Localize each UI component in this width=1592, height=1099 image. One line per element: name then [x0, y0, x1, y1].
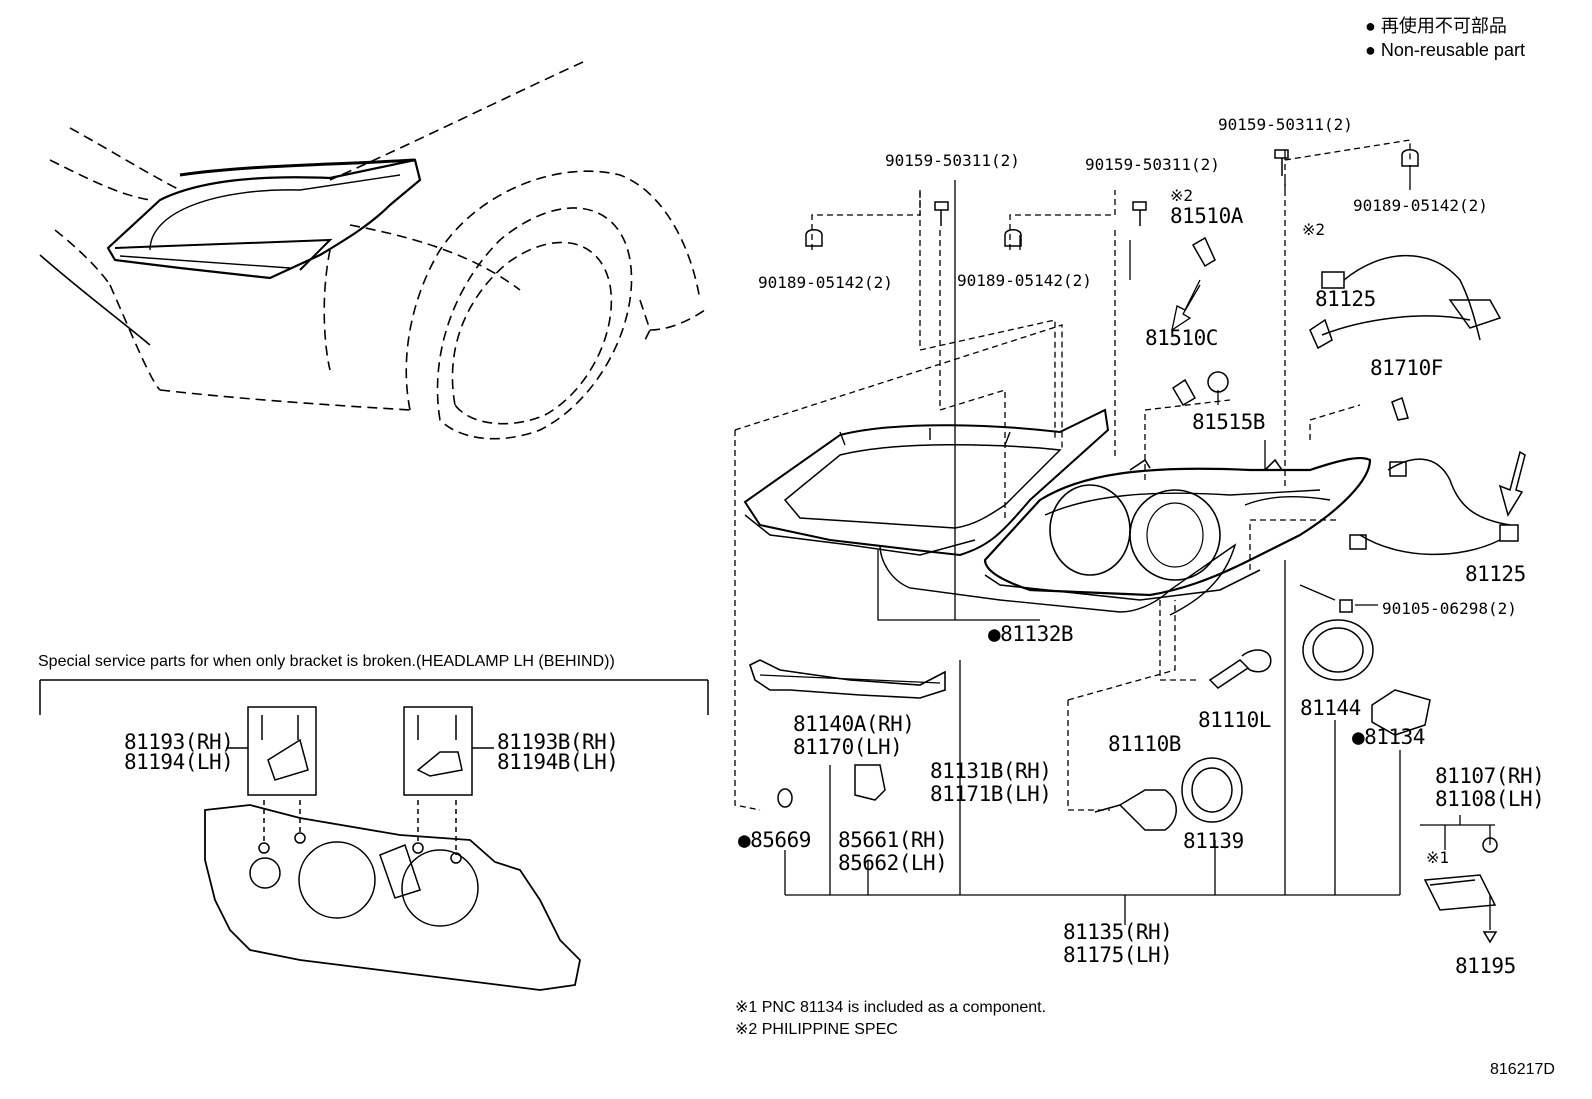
leader-lines	[734, 139, 1495, 930]
part-label: 81193B(RH)	[497, 730, 619, 754]
legend-nonreusable-en: ● Non-reusable part	[1365, 40, 1525, 60]
part-label: 90105-06298(2)	[1382, 599, 1517, 618]
part-label: 81193(RH)	[124, 730, 234, 754]
car-front-illustration	[39, 61, 706, 440]
part-label: 81139	[1183, 829, 1244, 853]
part-label: 81135(RH)	[1063, 920, 1173, 944]
footnote-2: ※2 PHILIPPINE SPEC	[735, 1021, 898, 1038]
part-label: 81710F	[1370, 356, 1443, 380]
part-label: 81110L	[1198, 708, 1271, 732]
part-label: 81110B	[1108, 732, 1181, 756]
part-label: 90189-05142(2)	[957, 271, 1092, 290]
part-label: 81195	[1455, 954, 1516, 978]
part-label: 81510C	[1145, 326, 1218, 350]
part-label: 90159-50311(2)	[1218, 115, 1353, 134]
part-label: 81125	[1465, 562, 1526, 586]
part-label: 90159-50311(2)	[885, 151, 1020, 170]
part-label: 81171B(LH)	[930, 782, 1052, 806]
part-label: 81131B(RH)	[930, 759, 1052, 783]
bulb-components	[777, 236, 1526, 944]
part-label: 81170(LH)	[793, 735, 903, 759]
part-label: 81125	[1315, 287, 1376, 311]
fastener-icons	[805, 149, 1419, 613]
part-label: 90159-50311(2)	[1085, 155, 1220, 174]
part-label: 85662(LH)	[838, 851, 948, 875]
headlamp-exploded-view	[743, 408, 1372, 699]
part-label: ※1	[1426, 848, 1450, 867]
part-label: 81108(LH)	[1435, 787, 1545, 811]
special-service-box	[39, 679, 709, 991]
part-label: ※2	[1302, 220, 1326, 239]
footnote-1: ※1 PNC 81134 is included as a component.	[735, 999, 1047, 1016]
part-label: ●81132B	[988, 622, 1074, 646]
part-label: 81515B	[1192, 410, 1265, 434]
part-label: 81107(RH)	[1435, 764, 1545, 788]
part-label: 81140A(RH)	[793, 712, 915, 736]
part-label: 90189-05142(2)	[758, 273, 893, 292]
part-label: 81510A	[1170, 204, 1243, 228]
part-label: 90189-05142(2)	[1353, 196, 1488, 215]
part-label: 85661(RH)	[838, 828, 948, 852]
part-label: 81194B(LH)	[497, 750, 619, 774]
part-label: 81144	[1300, 696, 1361, 720]
special-service-caption: Special service parts for when only brac…	[38, 653, 615, 670]
figure-id: 816217D	[1490, 1061, 1555, 1078]
part-label: ●81134	[1352, 725, 1425, 749]
part-label: ※2	[1170, 186, 1194, 205]
part-label: 81194(LH)	[124, 750, 234, 774]
part-label: ●85669	[738, 828, 811, 852]
part-label: 81175(LH)	[1063, 943, 1173, 967]
legend-nonreusable-jp: ● 再使用不可部品	[1365, 16, 1507, 36]
